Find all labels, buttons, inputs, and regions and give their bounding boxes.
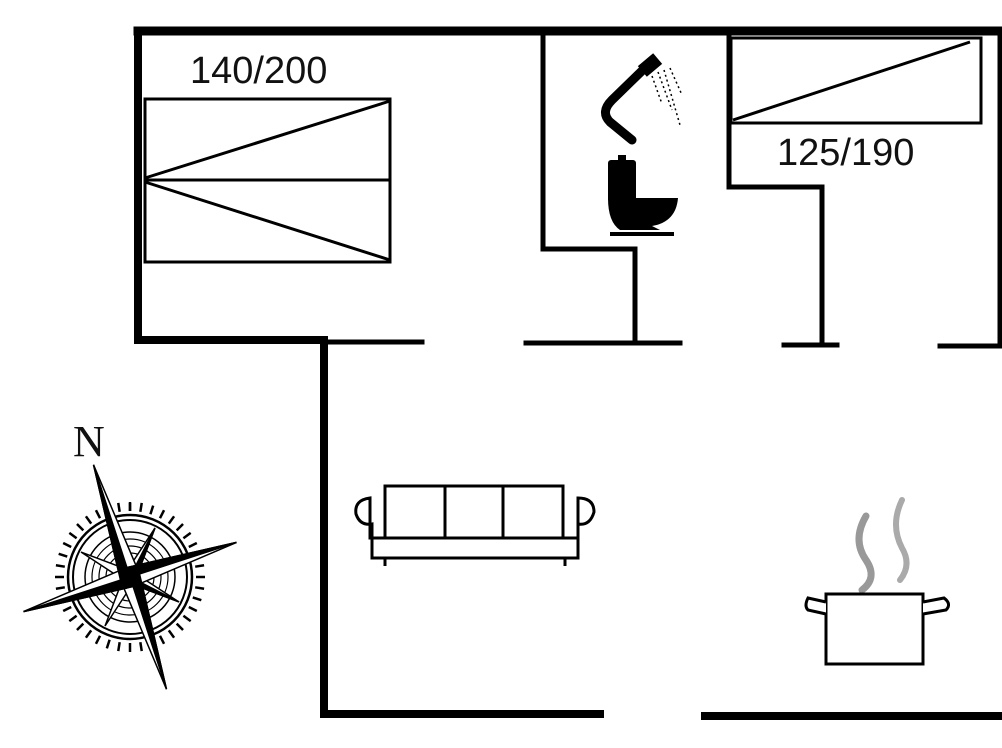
compass-tick	[84, 629, 93, 639]
compass-north-label: N	[73, 417, 105, 466]
compass-tick	[62, 605, 72, 613]
compass-tick	[62, 541, 72, 549]
sofa-icon	[354, 484, 596, 566]
compass-tick	[139, 502, 143, 513]
compass-tick	[55, 564, 66, 568]
compass-tick	[139, 641, 143, 652]
walls	[133, 26, 1002, 720]
compass-tick	[194, 564, 205, 568]
compass-tick	[188, 541, 198, 549]
compass-tick	[55, 586, 66, 590]
compass-rose-icon	[23, 464, 237, 690]
compass-tick	[94, 635, 102, 645]
compass-tick	[68, 531, 78, 540]
compass-tick	[158, 635, 166, 645]
compass-tick	[188, 605, 198, 613]
compass-tick	[76, 622, 85, 631]
compass-tick	[117, 641, 121, 652]
compass-tick	[84, 515, 93, 525]
bed-single	[729, 36, 983, 125]
compass-tick	[117, 502, 121, 513]
cooking-pot-icon	[804, 497, 951, 666]
compass-tick	[149, 505, 155, 515]
compass-tick	[167, 515, 176, 525]
compass-tick	[175, 523, 184, 532]
compass-tick	[175, 622, 184, 631]
compass-tick	[192, 596, 202, 602]
bathroom-wall	[540, 33, 638, 346]
compass-tick	[182, 614, 192, 623]
compass-tick	[158, 509, 166, 519]
compass-tick	[94, 509, 102, 519]
compass-tick	[68, 614, 78, 623]
compass-tick	[194, 586, 205, 590]
compass-tick	[105, 639, 111, 649]
compass-tick	[167, 629, 176, 639]
bedroom2-wall	[726, 33, 825, 348]
compass-tick	[58, 552, 68, 558]
outer-wall-left	[134, 27, 604, 718]
shower-icon	[601, 53, 683, 145]
toilet-icon	[608, 155, 678, 236]
bed-size-label-1: 140/200	[190, 50, 327, 92]
compass-tick	[182, 531, 192, 540]
bed-double	[143, 97, 392, 264]
bed-size-label-2: 125/190	[777, 132, 914, 174]
compass-tick	[76, 523, 85, 532]
